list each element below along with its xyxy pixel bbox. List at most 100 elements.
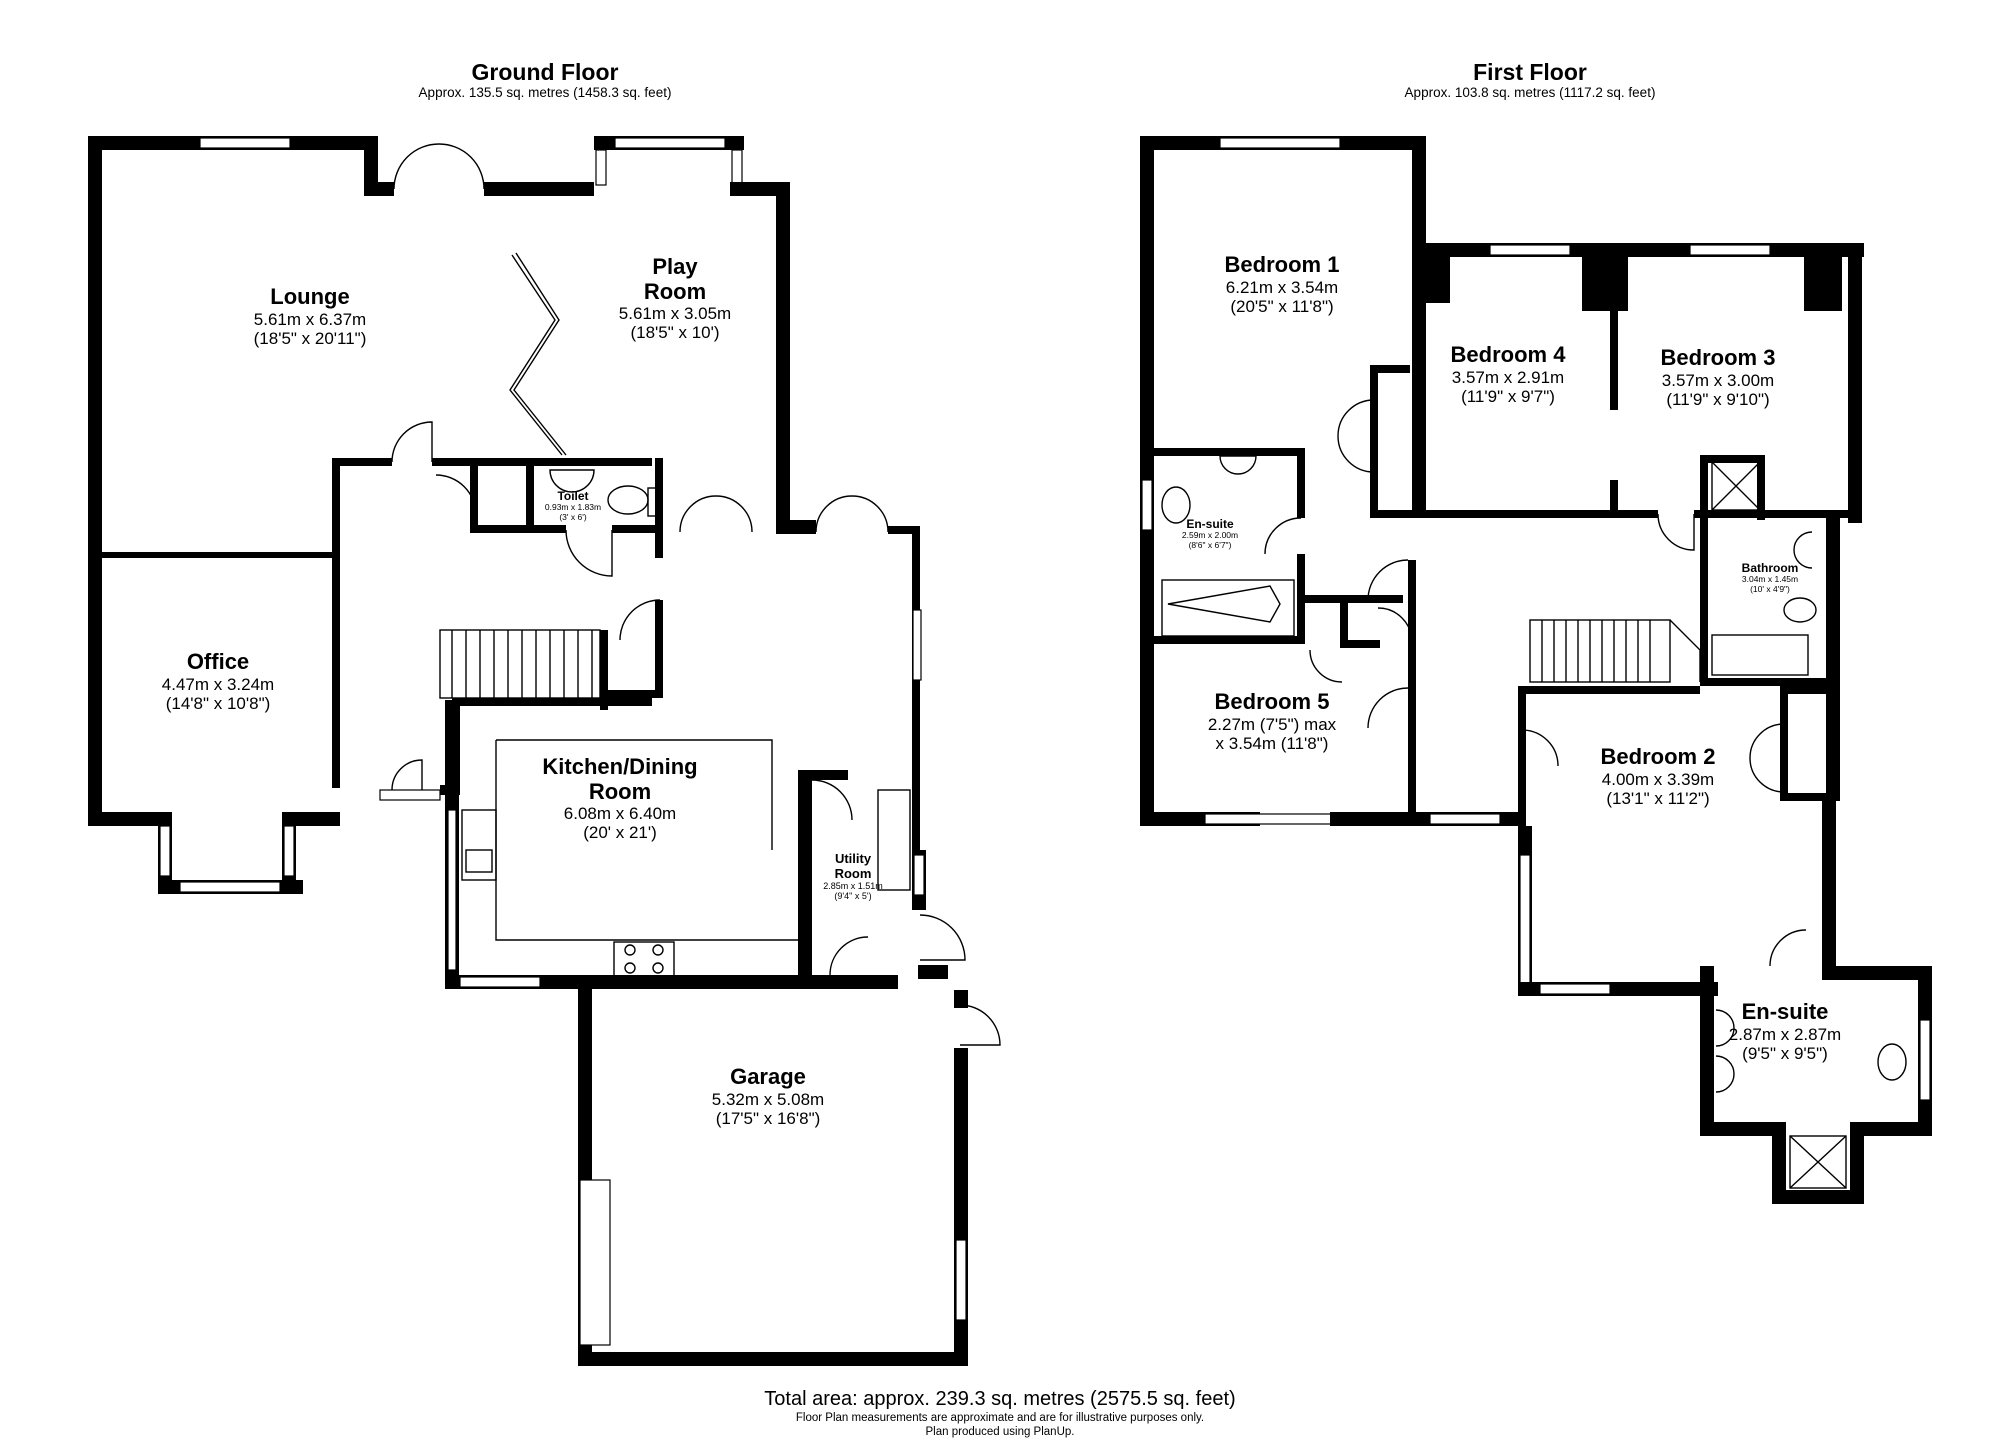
- hob-ring: [652, 962, 664, 974]
- wall: [1408, 560, 1416, 820]
- window: [1919, 1019, 1931, 1101]
- french-door: [393, 143, 485, 190]
- room-label-en-suite-1: En-suite 2.59m x 2.00m (8'6" x 6'7"): [1181, 517, 1239, 550]
- wall: [1154, 448, 1304, 456]
- wall: [1610, 300, 1618, 410]
- wall: [612, 525, 662, 533]
- wall: [470, 458, 478, 533]
- wall: [1780, 686, 1788, 801]
- wall: [470, 525, 530, 533]
- wall: [655, 600, 663, 698]
- bath-basin: [1167, 585, 1281, 623]
- room-label-kitchen-dining: Kitchen/Dining Room 6.08m x 6.40m (20' x…: [542, 754, 698, 843]
- wall: [1700, 678, 1840, 686]
- window: [912, 609, 922, 681]
- door: [435, 474, 477, 516]
- door: [1657, 513, 1695, 551]
- stair-treads: [451, 630, 593, 698]
- window: [955, 1239, 967, 1321]
- wall: [776, 520, 816, 534]
- ground-floor-heading: Ground Floor Approx. 135.5 sq. metres (1…: [418, 59, 672, 101]
- wall: [1850, 1122, 1864, 1202]
- wall: [1780, 686, 1840, 694]
- bath-icon: [1161, 579, 1295, 637]
- double-door: [815, 495, 889, 533]
- bath-icon: [1711, 634, 1809, 676]
- room-label-play-room: Play Room 5.61m x 3.05m (18'5" x 10'): [618, 254, 732, 343]
- basin-icon: [1219, 455, 1257, 475]
- window: [1141, 479, 1153, 531]
- door: [1769, 929, 1807, 967]
- credit: Plan produced using PlanUp.: [925, 1426, 1075, 1439]
- basin-icon: [1715, 1055, 1735, 1093]
- wall: [655, 458, 663, 558]
- wall: [1618, 510, 1658, 518]
- wall: [332, 458, 392, 466]
- window: [1204, 813, 1336, 825]
- total-area: Total area: approx. 239.3 sq. metres (25…: [764, 1388, 1236, 1410]
- wall: [1700, 966, 1714, 1136]
- wall: [1297, 448, 1305, 518]
- window: [179, 881, 281, 893]
- wc-icon: [1783, 597, 1817, 623]
- wall: [445, 700, 459, 795]
- wall: [1412, 243, 1864, 257]
- wall: [1340, 603, 1348, 648]
- wall: [1757, 455, 1765, 520]
- window: [283, 825, 295, 877]
- ground-floor-plan: [88, 136, 1001, 1366]
- wall: [1518, 686, 1700, 694]
- wall: [88, 812, 163, 826]
- door: [1309, 649, 1343, 683]
- wall: [1297, 554, 1305, 644]
- room-label-office: Office 4.47m x 3.24m (14'8" x 10'8"): [161, 649, 275, 713]
- wall: [1610, 480, 1618, 518]
- ground-floor-area: Approx. 135.5 sq. metres (1458.3 sq. fee…: [418, 85, 672, 101]
- window: [459, 976, 541, 988]
- wall: [88, 552, 338, 558]
- wall: [954, 990, 968, 1008]
- door: [1377, 607, 1413, 643]
- sink-counter: [461, 809, 497, 881]
- room-label-utility: Utility Room 2.85m x 1.51m (9'4" x 5'): [823, 851, 883, 902]
- shower-tray: [1789, 1135, 1847, 1189]
- staircase: [1529, 619, 1671, 683]
- wall: [1370, 365, 1378, 510]
- wall: [526, 458, 534, 533]
- bifold-door: [509, 252, 567, 456]
- wc-icon: [1161, 486, 1191, 524]
- room-label-garage: Garage 5.32m x 5.08m (17'5" x 16'8"): [711, 1064, 825, 1128]
- room-label-bedroom-1: Bedroom 1 6.21m x 3.54m (20'5" x 11'8"): [1224, 252, 1340, 316]
- wall: [1852, 1122, 1932, 1136]
- first-floor-area: Approx. 103.8 sq. metres (1117.2 sq. fee…: [1404, 85, 1656, 101]
- wall: [1330, 812, 1410, 826]
- wall: [452, 698, 652, 706]
- door: [1521, 729, 1559, 767]
- wall: [1772, 1190, 1864, 1204]
- window: [199, 137, 291, 149]
- wall: [1826, 518, 1840, 683]
- wc-icon: [607, 485, 649, 515]
- wardrobe-doors: [1749, 723, 1785, 793]
- front-door-step: [379, 789, 441, 801]
- wall: [912, 526, 920, 886]
- wall: [1822, 793, 1836, 973]
- garage-door: [579, 1179, 611, 1346]
- door: [565, 529, 613, 577]
- wall: [1518, 686, 1526, 826]
- wall: [1370, 365, 1410, 373]
- wall: [918, 965, 948, 979]
- room-label-bedroom-4: Bedroom 4 3.57m x 2.91m (11'9" x 9'7"): [1450, 342, 1566, 406]
- wall: [1772, 1122, 1786, 1202]
- hob-icon: [613, 941, 675, 977]
- wall: [1822, 966, 1932, 980]
- wall: [1305, 595, 1403, 603]
- hob-ring: [624, 944, 636, 956]
- wall: [1694, 510, 1862, 518]
- wall: [1780, 793, 1840, 801]
- wall: [798, 770, 848, 780]
- sink-icon: [465, 849, 493, 873]
- wardrobe-doors: [1337, 399, 1375, 473]
- room-label-en-suite-2: En-suite 2.87m x 2.87m (9'5" x 9'5"): [1728, 999, 1842, 1063]
- wall: [1140, 136, 1154, 821]
